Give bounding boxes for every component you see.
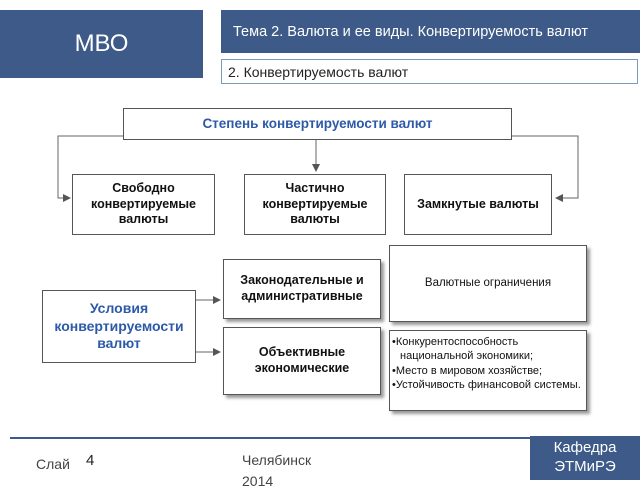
connector-left [57,135,123,202]
footer-divider [10,437,530,439]
diagram-connectors [57,135,579,356]
department-badge: Кафедра ЭТМиРЭ [530,436,640,480]
factor-item: •Конкурентоспособность национальной экон… [392,336,534,363]
factor-item: •Устойчивость финансовой системы. [392,378,581,391]
convertibility-degree-title: Степень конвертируемости валют [123,108,512,140]
type-free: Свободно конвертируемые валюты [72,174,215,235]
factor-item: •Место в мировом хозяйстве; [392,364,543,377]
city-year: Челябинск 2014 [242,452,312,489]
subtopic-title: 2. Конвертируемость валют [221,59,638,84]
economic-factors-list: •Конкурентоспособность национальной экон… [389,330,587,411]
topic-title: Тема 2. Валюта и ее виды. Конвертируемос… [221,10,640,53]
condition-legal: Законодательные и административные [223,259,381,319]
conditions-title: Условия конвертируемости валют [42,290,196,363]
connector-right [511,135,579,202]
type-closed: Замкнутые валюты [404,174,552,235]
slide-label: Слай [36,456,70,472]
slide-number: 4 [86,452,95,469]
currency-restrictions: Валютные ограничения [389,245,587,322]
type-partial: Частично конвертируемые валюты [244,174,386,235]
department-name: Кафедра ЭТМиРЭ [553,439,617,475]
condition-economic: Объективные экономические [223,327,381,395]
course-logo: МВО [0,10,203,78]
